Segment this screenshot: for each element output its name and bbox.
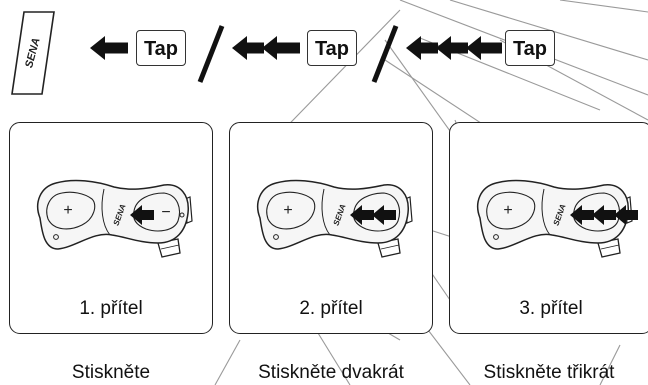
double-arrow-icon <box>232 36 300 60</box>
device-led <box>493 234 499 240</box>
device-seam <box>541 188 551 236</box>
minus-symbol: − <box>161 204 170 221</box>
friend-label: 1. přítel <box>79 298 143 319</box>
tap-box-double: Tap <box>307 30 357 66</box>
device-dot <box>179 212 185 218</box>
friend-panel-1: +SENA− 1. přítel <box>9 122 213 334</box>
press-arrow-icon <box>350 205 374 225</box>
divider-slash <box>371 25 399 83</box>
device-seam <box>321 188 331 236</box>
plus-button-outline <box>266 191 316 230</box>
press-arrow-icon <box>614 205 638 225</box>
friend-label: 2. přítel <box>299 298 363 319</box>
tap-box-triple: Tap <box>505 30 555 66</box>
minus-button-outline <box>132 192 181 232</box>
press-arrow-icon <box>372 205 396 225</box>
friend-panel-2: +SENA 2. přítel <box>229 122 433 334</box>
intercom-device-icon: +SENA <box>256 179 413 258</box>
press-arrow-icon <box>570 205 594 225</box>
device-led <box>53 234 59 240</box>
plus-symbol: + <box>503 202 512 219</box>
minus-button-outline <box>572 192 621 232</box>
device-body <box>36 179 189 250</box>
plus-symbol: + <box>63 202 72 219</box>
press-arrow-icon <box>592 205 616 225</box>
triple-arrow-icon <box>406 36 502 60</box>
press-arrow-icon <box>130 205 154 225</box>
plus-button-outline <box>486 191 536 230</box>
tap-label: Tap <box>314 38 350 60</box>
single-arrow-icon <box>90 36 128 60</box>
device-seam <box>101 188 111 236</box>
friend-label: 3. přítel <box>519 298 583 319</box>
panel-caption: Stiskněte <box>71 362 151 383</box>
tap-label: Tap <box>143 38 179 60</box>
sena-logo-icon: SENA <box>11 11 55 95</box>
tap-label: Tap <box>512 38 548 60</box>
minus-button-outline <box>352 192 401 232</box>
device-led <box>273 234 279 240</box>
panel-caption: Stiskněte třikrát <box>483 362 615 383</box>
intercom-device-icon: +SENA <box>476 179 638 258</box>
plus-symbol: + <box>283 202 292 219</box>
plus-button-outline <box>46 191 96 230</box>
tap-box-single: Tap <box>136 30 186 66</box>
divider-slash <box>197 25 225 83</box>
device-body <box>256 179 409 250</box>
intercom-device-icon: +SENA− <box>36 179 193 258</box>
panel-caption: Stiskněte dvakrát <box>258 362 404 383</box>
friend-panel-3: +SENA 3. přítel <box>449 122 648 334</box>
tap-legend: SENA Tap Tap Tap <box>0 0 648 100</box>
